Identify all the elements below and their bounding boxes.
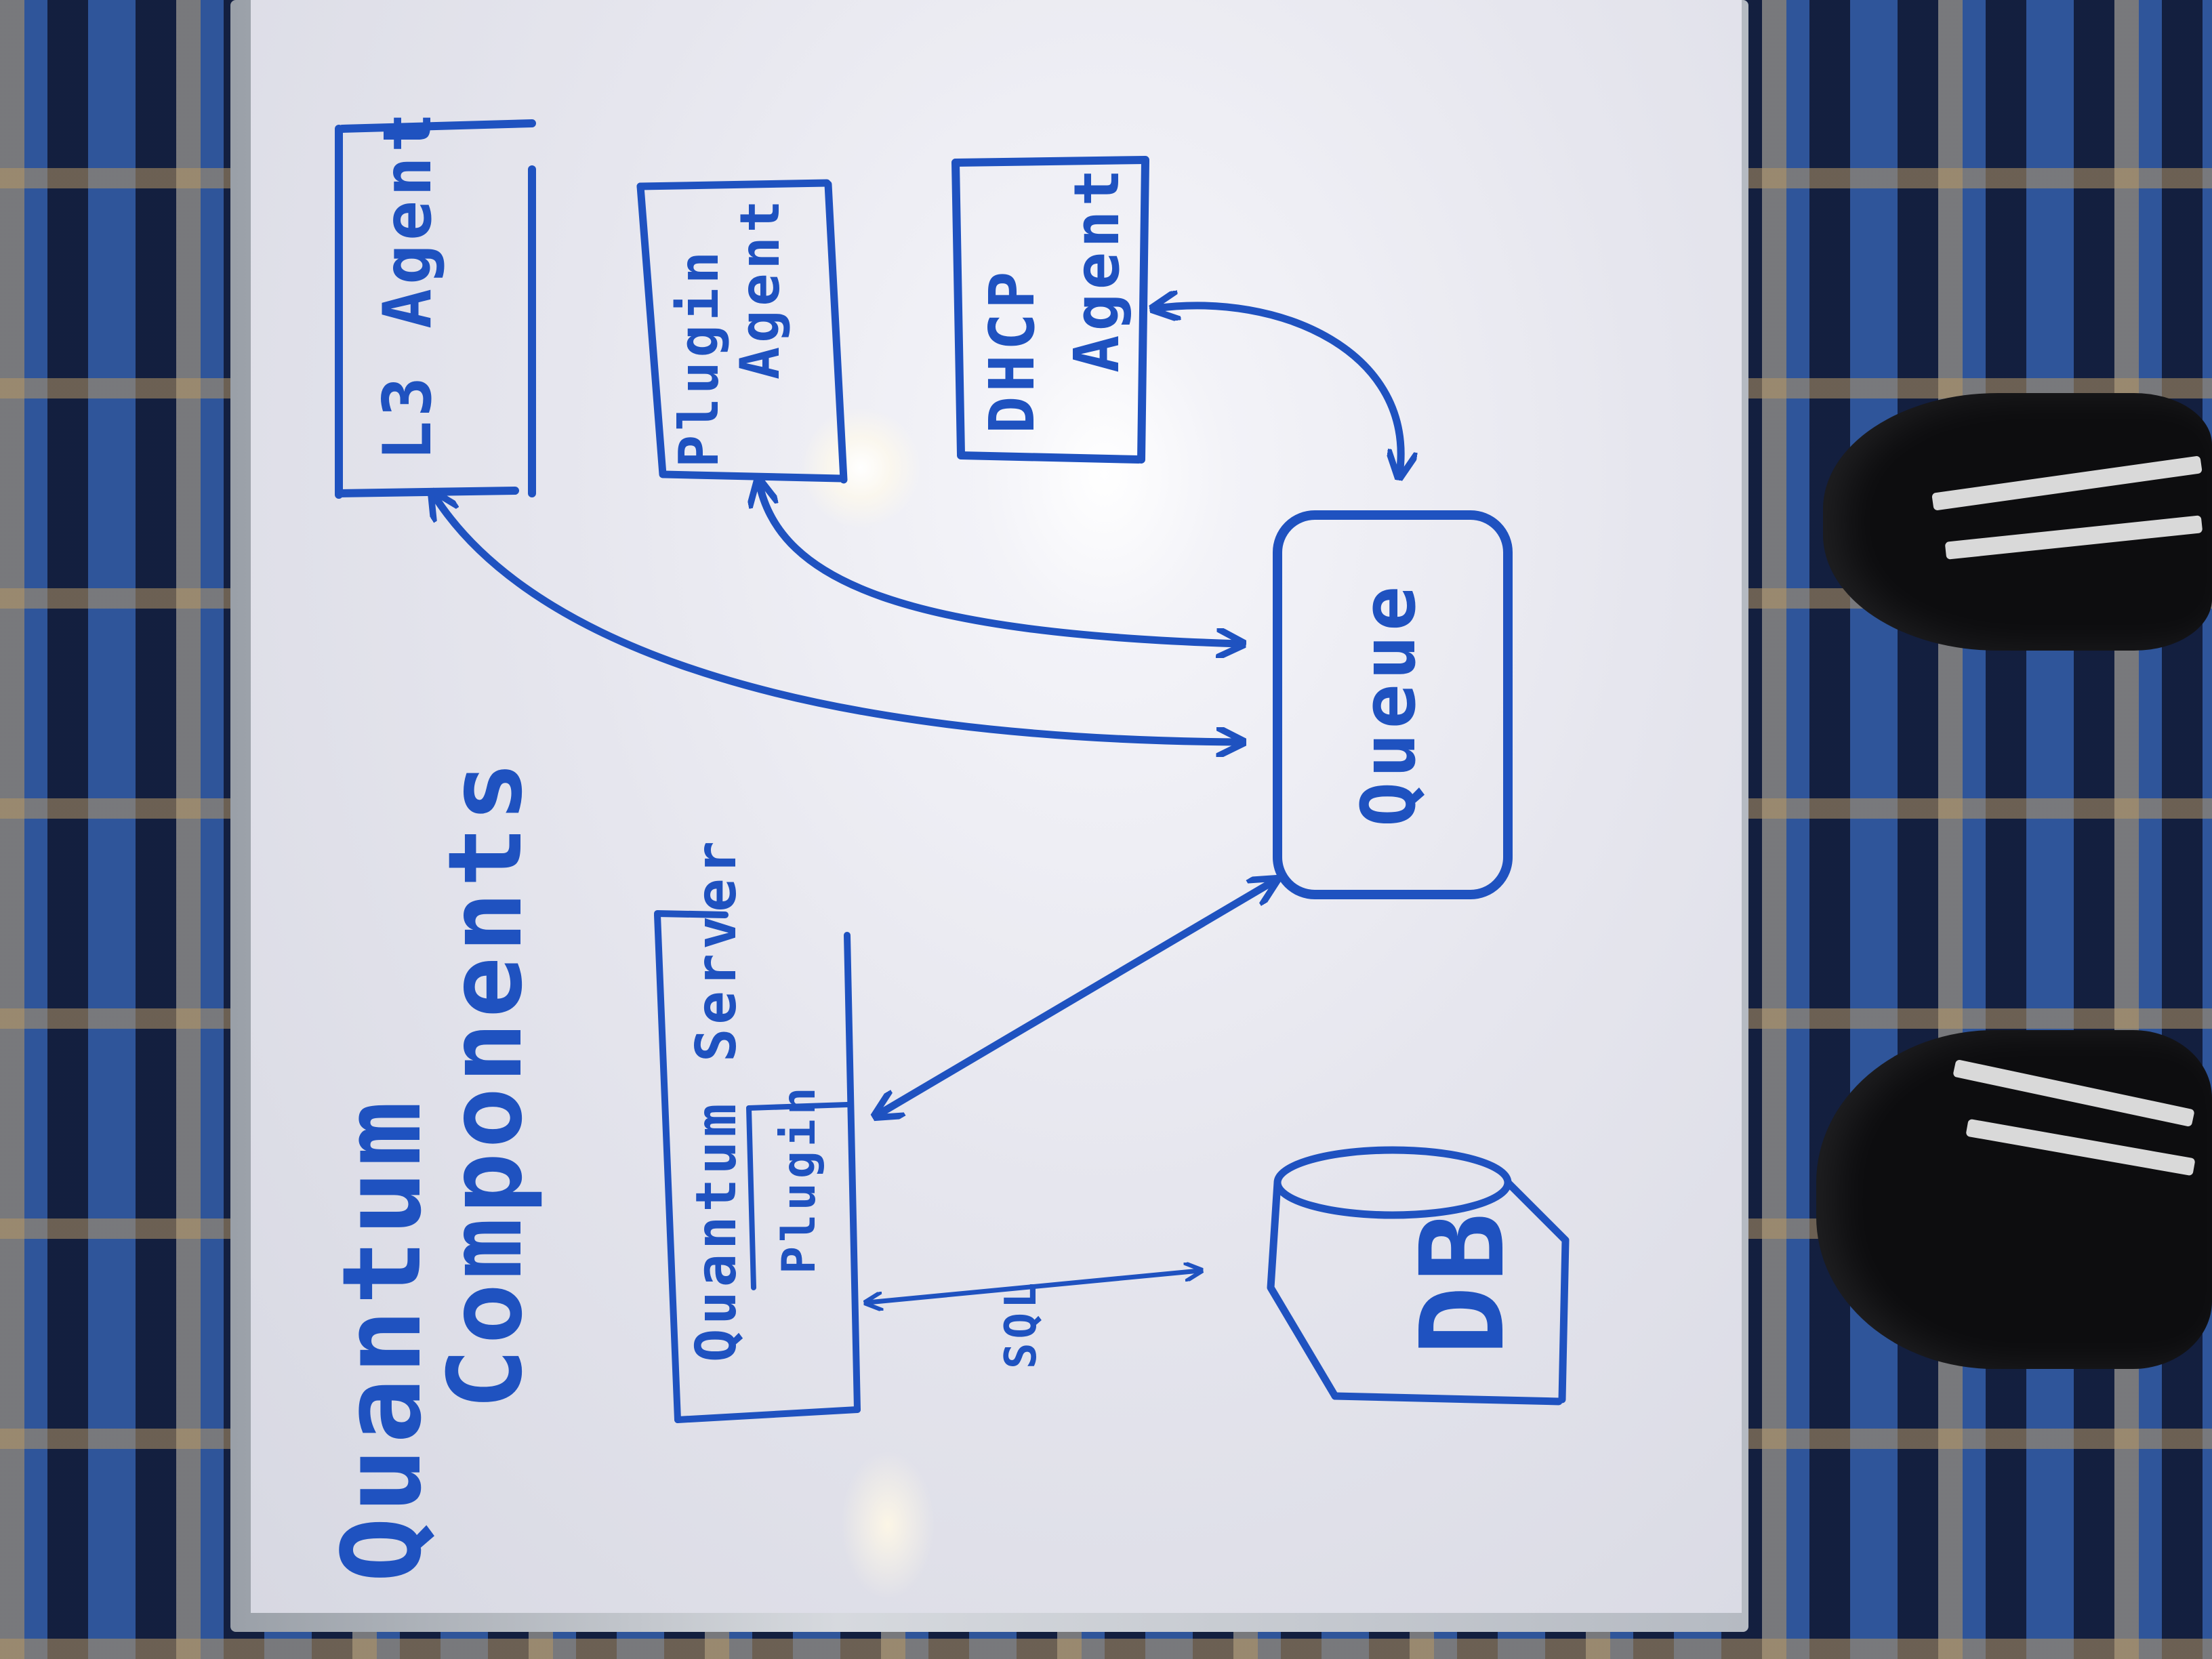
dhcp-agent-label-line1: DHCP xyxy=(976,267,1048,434)
plugin-inner-box xyxy=(746,1102,850,1290)
quantum-server-label: Quantum Server xyxy=(684,836,749,1362)
shoe-bottom xyxy=(1816,1030,2212,1369)
arrow-plugin-agent-queue xyxy=(759,483,1240,644)
plugin-agent-label-line2: Agent xyxy=(729,196,792,380)
diagram-title-line2: Components xyxy=(427,756,545,1410)
db-label: DB xyxy=(1396,1208,1530,1355)
queue-label: Queue xyxy=(1345,581,1432,827)
l3-agent-label: L3 Agent xyxy=(369,108,447,461)
arrow-dhcp-queue xyxy=(1155,306,1401,474)
sql-edge-label: SQL xyxy=(996,1278,1046,1369)
l3-agent-box xyxy=(335,119,536,499)
plugin-label: Plugin xyxy=(773,1083,826,1274)
db-cylinder xyxy=(1267,1146,1570,1406)
dhcp-agent-label-line2: Agent xyxy=(1061,165,1133,373)
arrow-l3-queue xyxy=(434,495,1240,742)
dhcp-agent-box xyxy=(951,156,1149,464)
arrow-server-queue xyxy=(878,881,1274,1115)
quantum-server-box xyxy=(654,910,861,1423)
diagram-title-line1: Quantum xyxy=(319,1097,445,1582)
shoe-top xyxy=(1823,393,2212,651)
queue-box xyxy=(1273,510,1513,899)
whiteboard xyxy=(251,0,1742,1613)
plugin-agent-label-line1: Plugin xyxy=(668,247,731,468)
arrow-server-db xyxy=(867,1271,1200,1303)
